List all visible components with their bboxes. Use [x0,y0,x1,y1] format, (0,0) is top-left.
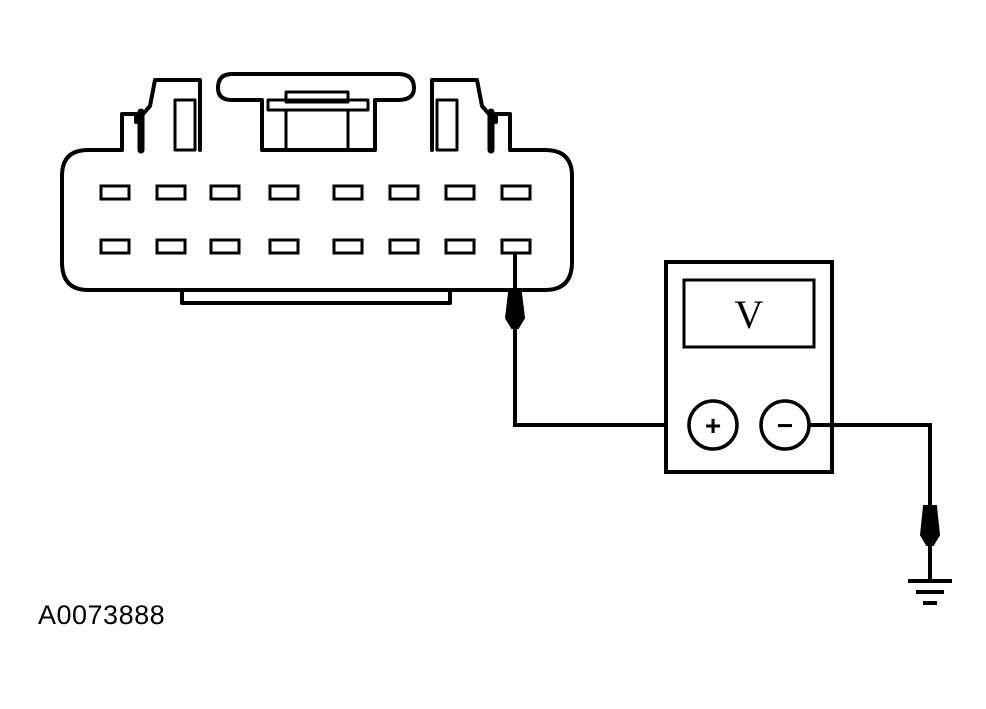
pin-cavity-r1-c3 [209,184,241,201]
connector-right-latch [430,78,512,152]
negative-test-lead [809,423,941,580]
pin-cavity-r1-c6 [388,184,420,201]
connector-bottom-skirt [180,288,452,305]
pin-cavity-r2-c8 [500,238,532,255]
voltage-symbol: V [735,292,764,337]
positive-terminal [687,399,739,451]
connector-pin-cavities [99,184,532,255]
ground-probe-tip [919,505,941,546]
pin-cavity-r2-c7 [444,238,476,255]
connector-lock-tab [216,72,416,152]
negative-lead-wire [809,423,932,510]
pin-cavity-r2-c5 [332,238,364,255]
figure-reference-id: A0073888 [38,600,166,630]
pin-cavity-r1-c5 [332,184,364,201]
ground-symbol-icon [908,579,952,605]
pin-cavity-r1-c1 [99,184,131,201]
pin-cavity-r2-c2 [155,238,187,255]
connector-right-latch-slot [435,98,459,152]
pin-cavity-r2-c3 [209,238,241,255]
negative-terminal-label: − [777,410,793,441]
connector-left-latch-slot [173,98,197,152]
connector-body [60,148,574,292]
pin-cavity-r2-c4 [268,238,300,255]
positive-test-lead [504,254,688,427]
multimeter-display [682,278,816,349]
multimeter: V + − [664,260,834,474]
connector-left-latch [120,78,202,152]
connector-lock-tab-cap [284,90,350,104]
pin-cavity-r1-c8 [500,184,532,201]
pin-cavity-r1-c4 [268,184,300,201]
pin-cavity-r2-c6 [388,238,420,255]
pin-cavity-r2-c1 [99,238,131,255]
positive-lead-wire [513,328,688,427]
pin-cavity-r1-c2 [155,184,187,201]
connector-lock-tab-slot [284,108,350,152]
pin-cavity-r1-c7 [444,184,476,201]
positive-terminal-label: + [705,410,721,441]
back-probe-tip [504,292,526,329]
electrical-connector [60,72,574,305]
